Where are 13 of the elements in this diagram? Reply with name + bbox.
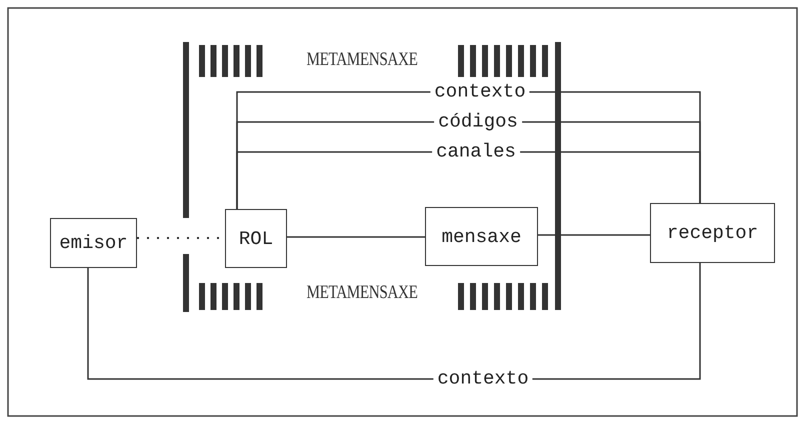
node-label: emisor [59,232,128,254]
node-label: ROL [238,228,274,250]
process-box [225,209,287,268]
frame-title: METAMENSAXE [306,49,418,71]
frame-title: METAMENSAXE [306,282,418,304]
edge-label: códigos [434,112,522,132]
process-box [425,207,538,266]
node-label: mensaxe [442,226,522,248]
node-label: receptor [666,222,758,244]
process-box [50,218,137,268]
connector-line [538,234,650,236]
connector-line [287,236,425,238]
process-box [650,203,775,263]
